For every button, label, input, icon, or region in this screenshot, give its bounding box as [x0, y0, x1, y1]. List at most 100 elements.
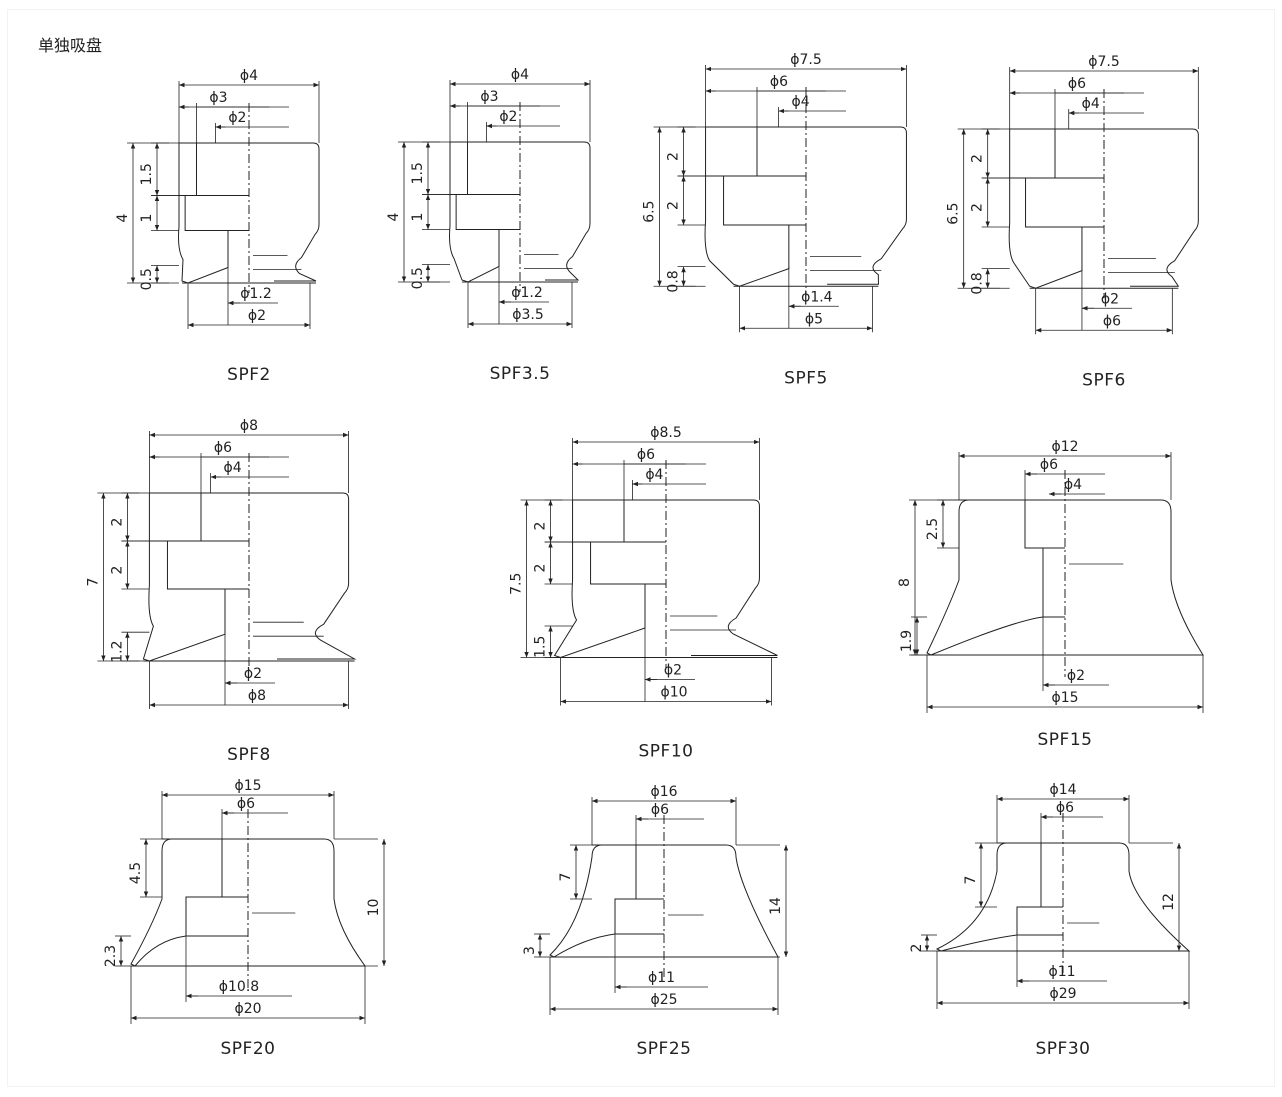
section-hatch — [935, 842, 1042, 952]
dim-h2: 2 — [533, 564, 549, 573]
model-caption: SPF2 — [227, 365, 271, 385]
dim-hole-dia: ϕ1.2 — [240, 286, 272, 302]
model-caption: SPF3.5 — [490, 364, 551, 384]
dim-outer-dia: ϕ4 — [511, 67, 529, 83]
dim-bore-dia: ϕ2 — [499, 109, 517, 125]
dim-lip: 0.8 — [970, 272, 986, 294]
section-hatch — [549, 844, 637, 958]
dim-lip-dia: ϕ8 — [248, 688, 266, 704]
dim-hub-dia: ϕ11 — [1048, 964, 1075, 980]
dim-h2: 2 — [970, 203, 986, 212]
dim-inner-dia: ϕ6 — [770, 74, 788, 90]
section-hatch — [142, 492, 226, 662]
dim-height: 6.5 — [642, 200, 658, 222]
dim-inner-dia: ϕ3 — [480, 89, 498, 105]
page-title: 单独吸盘 — [38, 36, 103, 55]
dim-bore-dia: ϕ4 — [1082, 96, 1100, 112]
dim-hub-dia: ϕ10.8 — [219, 979, 259, 995]
dim-bore-dia: ϕ6 — [1040, 457, 1058, 473]
dim-bore-dia: ϕ4 — [645, 467, 663, 483]
dim-lip-dia: ϕ29 — [1049, 986, 1076, 1002]
dim-height: 8 — [897, 578, 913, 587]
dim-inner-dia: ϕ3 — [209, 90, 227, 106]
dim-bore-dia: ϕ6 — [237, 796, 255, 812]
section-hatch — [130, 838, 223, 967]
dim-height: 12 — [1161, 893, 1177, 911]
dim-h1: 2 — [533, 522, 549, 531]
dim-lip: 3 — [522, 946, 538, 955]
dim-h2: 1 — [139, 214, 155, 223]
model-caption: SPF20 — [221, 1039, 276, 1059]
dim-lip: 1.9 — [899, 630, 915, 652]
dim-h1: 2 — [970, 154, 986, 163]
dim-outer-dia: ϕ14 — [1049, 782, 1076, 798]
section-hatch — [178, 142, 229, 284]
dim-outer-dia: ϕ4 — [240, 68, 258, 84]
dim-lip-dia: ϕ15 — [1051, 690, 1078, 706]
dim-lip-dia: ϕ2 — [248, 308, 266, 324]
dim-height: 7.5 — [509, 573, 525, 595]
dim-outer-dia: ϕ8 — [240, 418, 258, 434]
dim-bore2-dia: ϕ4 — [1064, 477, 1082, 493]
dim-height: 10 — [366, 899, 382, 917]
dim-height: 14 — [768, 897, 784, 915]
dim-lip: 1.2 — [109, 640, 125, 662]
dim-lip-dia: ϕ3.5 — [512, 307, 544, 323]
dim-h1: 1.5 — [139, 163, 155, 185]
section-hatch — [926, 499, 1044, 656]
dim-inner-dia: ϕ6 — [637, 447, 655, 463]
model-caption: SPF15 — [1038, 730, 1093, 750]
dim-bore-dia: ϕ2 — [228, 110, 246, 126]
dim-outer-dia: ϕ12 — [1051, 439, 1078, 455]
model-caption: SPF25 — [637, 1039, 692, 1059]
dim-h1: 7 — [963, 876, 979, 885]
dim-inner-dia: ϕ6 — [214, 440, 232, 456]
dim-height: 6.5 — [946, 202, 962, 224]
dim-h2: 2 — [109, 566, 125, 575]
dim-h1: 1.5 — [410, 162, 426, 184]
dim-h1: 2 — [666, 152, 682, 161]
dim-bore-dia: ϕ4 — [224, 460, 242, 476]
dim-height: 7 — [85, 578, 101, 587]
dim-inner-dia: ϕ6 — [1068, 76, 1086, 92]
dim-hub-dia: ϕ11 — [648, 970, 675, 986]
dim-outer-dia: ϕ16 — [650, 784, 677, 800]
dim-height: 4 — [386, 212, 402, 221]
dim-h2: 1 — [410, 213, 426, 222]
dim-outer-dia: ϕ15 — [234, 778, 261, 794]
dim-lip-dia: ϕ10 — [660, 685, 687, 701]
dim-lip: 0.8 — [666, 270, 682, 292]
dim-lip-dia: ϕ5 — [805, 311, 823, 327]
model-caption: SPF5 — [784, 368, 828, 388]
dim-h1: 7 — [558, 873, 574, 882]
dim-h1: 2.5 — [925, 518, 941, 540]
dim-hub-dia: ϕ2 — [1067, 668, 1085, 684]
dim-hole-dia: ϕ1.2 — [511, 285, 543, 301]
model-caption: SPF30 — [1036, 1039, 1091, 1059]
dim-bore-dia: ϕ6 — [651, 802, 669, 818]
section-hatch — [449, 141, 500, 283]
dim-outer-dia: ϕ8.5 — [650, 425, 682, 441]
section-hatch — [1008, 128, 1083, 289]
dim-lip: 2.3 — [103, 945, 119, 967]
section-hatch — [704, 126, 790, 287]
model-caption: SPF8 — [227, 745, 271, 765]
dim-hole-dia: ϕ2 — [244, 666, 262, 682]
dim-h1: 4.5 — [128, 862, 144, 884]
dim-lip: 2 — [909, 944, 925, 953]
model-caption: SPF6 — [1082, 370, 1126, 390]
section-hatch — [553, 499, 646, 659]
dim-bore-dia: ϕ4 — [791, 94, 809, 110]
dim-outer-dia: ϕ7.5 — [1088, 54, 1120, 70]
dim-outer-dia: ϕ7.5 — [790, 52, 822, 68]
